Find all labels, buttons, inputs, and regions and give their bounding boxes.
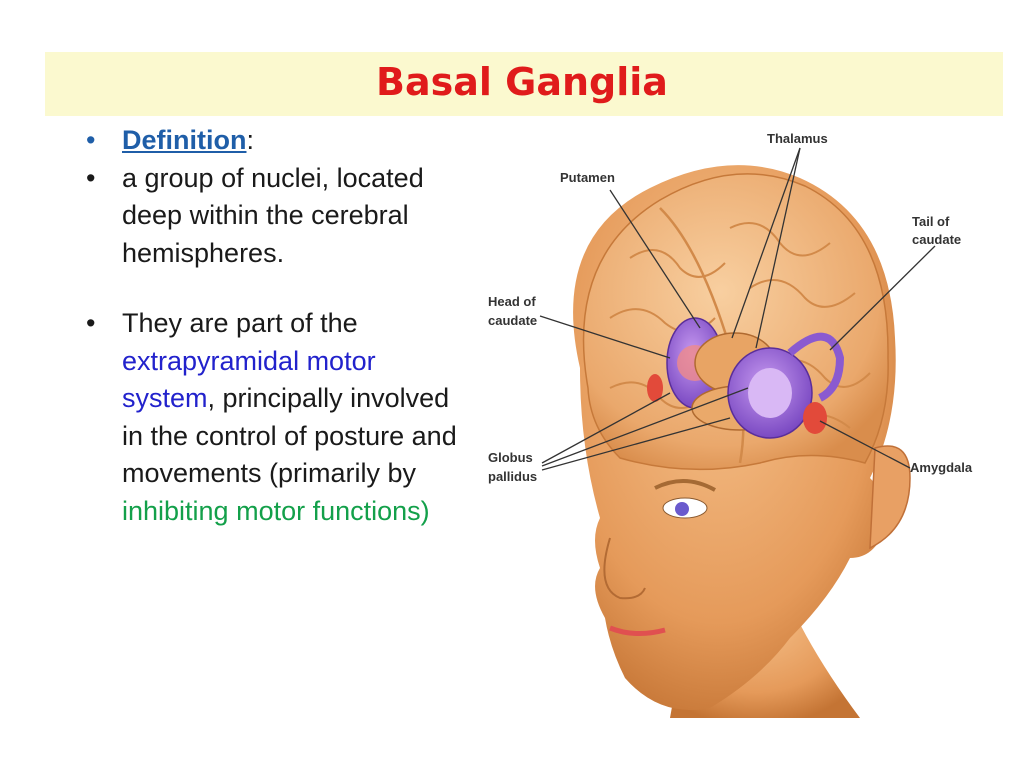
definition-colon: :	[246, 125, 254, 155]
leader-lines	[539, 147, 936, 471]
label-globus-1: Globus	[488, 450, 533, 465]
bullet-definition: Definition:	[86, 122, 466, 160]
text-part1: They are part of the	[122, 308, 358, 338]
label-tail-2: caudate	[912, 232, 961, 247]
text-part2: , principally involved in the control of…	[122, 383, 457, 488]
nose	[603, 537, 646, 600]
label-putamen: Putamen	[560, 170, 615, 185]
label-amygdala: Amygdala	[910, 460, 973, 475]
label-thalamus: Thalamus	[767, 131, 828, 146]
definition-link[interactable]: Definition	[122, 125, 247, 155]
caudate-tail	[787, 332, 845, 402]
label-head-2: caudate	[488, 313, 537, 328]
mouth	[609, 625, 666, 636]
title-band	[45, 52, 1003, 116]
bullet-list: Definition: a group of nuclei, located d…	[86, 122, 466, 530]
label-head-1: Head of	[488, 294, 536, 309]
bullet-nuclei: a group of nuclei, located deep within t…	[86, 160, 466, 273]
label-globus-2: pallidus	[488, 469, 537, 484]
label-tail-1: Tail of	[912, 214, 950, 229]
basal-ganglia-illustration: Thalamus Putamen Tail of caudate Head of…	[488, 131, 973, 718]
amygdala-shape	[803, 402, 827, 434]
bullet-extrapyramidal: They are part of the extrapyramidal moto…	[86, 305, 466, 530]
ear	[869, 445, 911, 550]
extrapyramidal-text: extrapyramidal motor system	[122, 345, 376, 414]
eyebrow	[654, 478, 716, 492]
inhibiting-text: inhibiting motor functions)	[122, 495, 430, 526]
slide-title: Basal Ganglia	[376, 60, 668, 104]
